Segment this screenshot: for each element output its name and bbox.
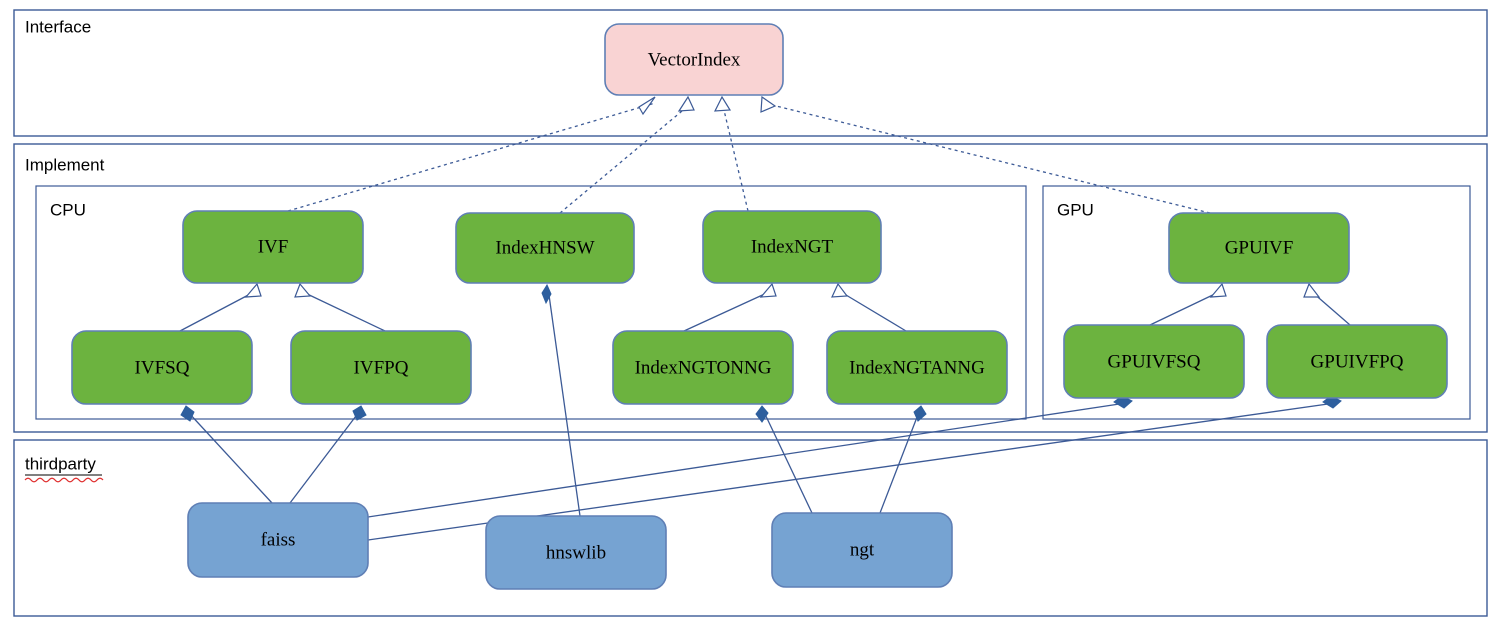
relation-ivfsq-ivf bbox=[179, 282, 262, 332]
node-label-indexngtonng: IndexNGTONNG bbox=[635, 357, 772, 378]
spellcheck-squiggle-icon bbox=[24, 477, 104, 483]
relation-gpuivfpq-gpuivf bbox=[1303, 282, 1351, 326]
hollow-triangle-arrow-icon bbox=[713, 95, 732, 112]
relation-faiss-ivfpq bbox=[289, 405, 367, 504]
filled-diamond-icon bbox=[755, 405, 769, 423]
node-label-ivf: IVF bbox=[258, 236, 289, 257]
container-label-thirdparty: thirdparty bbox=[25, 454, 96, 473]
relation-gpuivf-vectorindex bbox=[760, 95, 1211, 214]
node-label-gpuivfpq: GPUIVFPQ bbox=[1311, 351, 1404, 372]
relation-hnswlib-indexhnsw bbox=[541, 283, 581, 517]
relation-gpuivfsq-gpuivf bbox=[1149, 282, 1227, 326]
hollow-triangle-arrow-icon bbox=[677, 95, 695, 112]
node-indexhnsw[interactable]: IndexHNSW bbox=[455, 212, 635, 284]
relation-ngt-indexngtonng bbox=[755, 405, 813, 514]
node-ivfsq[interactable]: IVFSQ bbox=[71, 330, 253, 405]
node-ivfpq[interactable]: IVFPQ bbox=[290, 330, 472, 405]
node-ngt[interactable]: ngt bbox=[771, 512, 953, 588]
relation-faiss-ivfsq bbox=[180, 405, 273, 504]
filled-diamond-icon bbox=[180, 405, 195, 422]
filled-diamond-icon bbox=[352, 405, 367, 421]
hollow-triangle-arrow-icon bbox=[760, 95, 777, 113]
relation-ngt-indexngtanng bbox=[879, 405, 927, 514]
filled-diamond-icon bbox=[541, 283, 552, 305]
node-label-ivfpq: IVFPQ bbox=[354, 357, 409, 378]
node-indexngt[interactable]: IndexNGT bbox=[702, 210, 882, 284]
hollow-triangle-arrow-icon bbox=[1209, 282, 1227, 298]
node-vectorindex[interactable]: VectorIndex bbox=[604, 23, 784, 96]
node-label-indexngt: IndexNGT bbox=[751, 236, 834, 257]
relation-indexngt-vectorindex bbox=[713, 95, 749, 212]
node-indexngtonng[interactable]: IndexNGTONNG bbox=[612, 330, 794, 405]
node-faiss[interactable]: faiss bbox=[187, 502, 369, 578]
filled-diamond-icon bbox=[913, 405, 927, 422]
container-label-cpu: CPU bbox=[50, 200, 86, 219]
node-label-ngt: ngt bbox=[850, 539, 875, 560]
container-label-gpu: GPU bbox=[1057, 200, 1094, 219]
node-label-gpuivfsq: GPUIVFSQ bbox=[1108, 351, 1201, 372]
node-ivf[interactable]: IVF bbox=[182, 210, 364, 284]
node-label-faiss: faiss bbox=[261, 529, 296, 550]
container-label-implement: Implement bbox=[25, 155, 105, 174]
relation-indexngtanng-indexngt bbox=[831, 282, 907, 332]
hollow-triangle-arrow-icon bbox=[1303, 282, 1321, 298]
node-label-ivfsq: IVFSQ bbox=[135, 357, 190, 378]
relation-indexhnsw-vectorindex bbox=[559, 95, 695, 214]
hollow-triangle-arrow-icon bbox=[244, 282, 262, 298]
node-label-indexhnsw: IndexHNSW bbox=[495, 237, 594, 258]
hollow-triangle-arrow-icon bbox=[294, 282, 312, 298]
hollow-triangle-arrow-icon bbox=[638, 96, 656, 116]
node-label-vectorindex: VectorIndex bbox=[648, 49, 741, 70]
hollow-triangle-arrow-icon bbox=[831, 282, 849, 298]
node-label-indexngtanng: IndexNGTANNG bbox=[849, 357, 985, 378]
node-gpuivfpq[interactable]: GPUIVFPQ bbox=[1266, 324, 1448, 399]
relation-ivf-vectorindex bbox=[287, 96, 656, 212]
node-gpuivf[interactable]: GPUIVF bbox=[1168, 212, 1350, 284]
node-label-gpuivf: GPUIVF bbox=[1225, 237, 1294, 258]
node-indexngtanng[interactable]: IndexNGTANNG bbox=[826, 330, 1008, 405]
node-hnswlib[interactable]: hnswlib bbox=[485, 515, 667, 590]
node-gpuivfsq[interactable]: GPUIVFSQ bbox=[1063, 324, 1245, 399]
hollow-triangle-arrow-icon bbox=[759, 282, 777, 298]
relation-indexngtonng-indexngt bbox=[683, 282, 777, 332]
node-label-hnswlib: hnswlib bbox=[546, 542, 606, 563]
relation-ivfpq-ivf bbox=[294, 282, 386, 332]
container-label-interface: Interface bbox=[25, 17, 91, 36]
